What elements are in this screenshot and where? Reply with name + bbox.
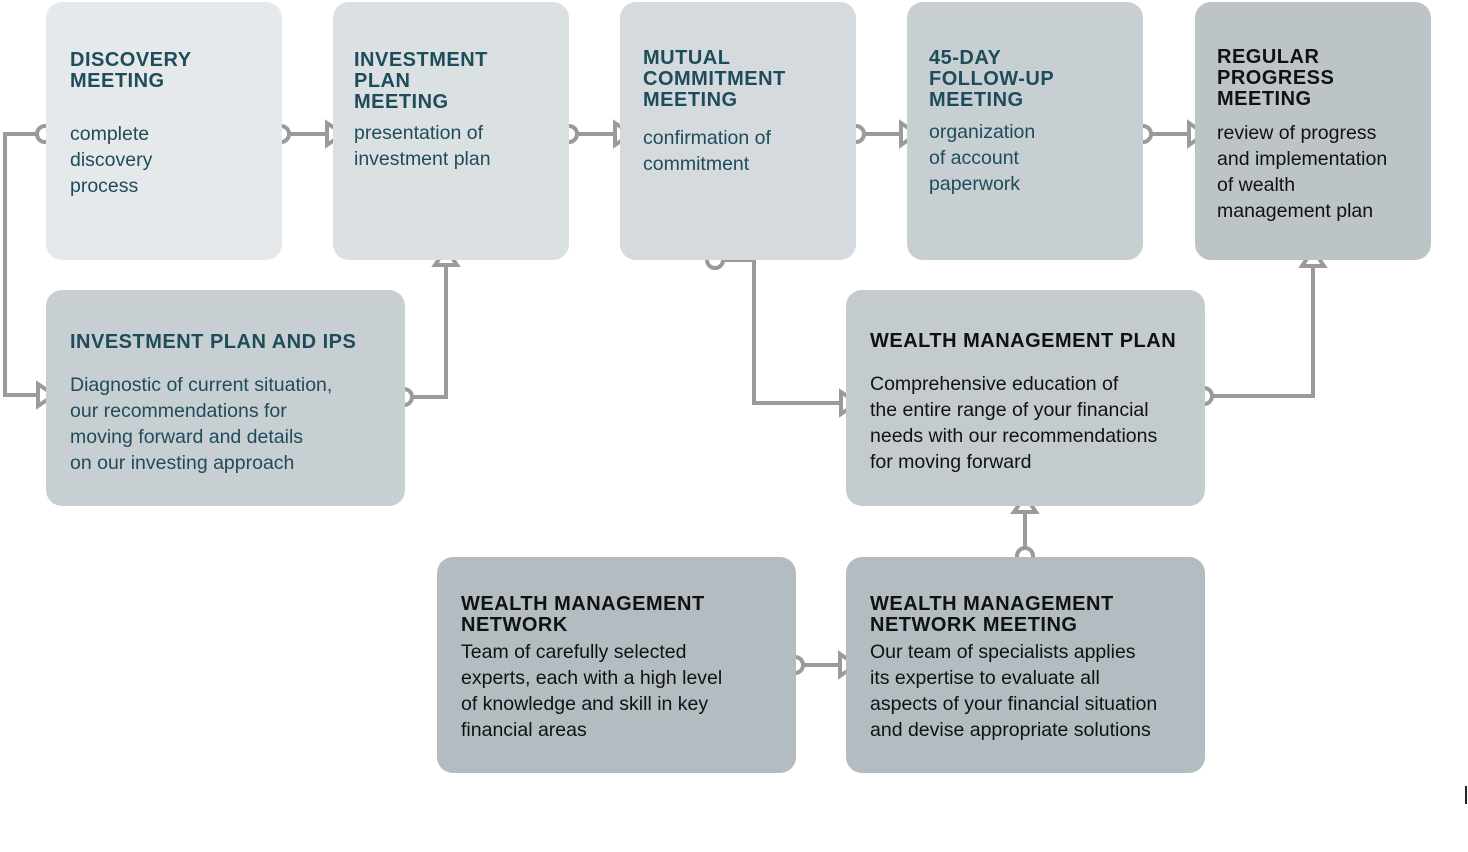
box-title: MUTUAL COMMITMENT MEETING (643, 47, 786, 111)
box-title: 45-DAY FOLLOW-UP MEETING (929, 47, 1055, 111)
box-discovery-meeting: DISCOVERY MEETING complete discovery pro… (46, 2, 282, 260)
edge-mark (1465, 786, 1467, 804)
connector-mutual-to-wealth-plan (724, 258, 840, 405)
connector-discovery-to-ips (3, 132, 40, 397)
box-description: Comprehensive education of the entire ra… (870, 373, 1158, 473)
box-mutual-commitment-meeting: MUTUAL COMMITMENT MEETING confirmation o… (620, 2, 856, 260)
box-title: WEALTH MANAGEMENT PLAN (870, 330, 1177, 352)
box-description: Our team of specialists applies its expe… (870, 641, 1158, 741)
box-title: DISCOVERY MEETING (70, 49, 192, 92)
box-title: REGULAR PROGRESS MEETING (1217, 46, 1335, 110)
box-45-day-follow-up-meeting: 45-DAY FOLLOW-UP MEETING organization of… (907, 2, 1143, 260)
box-regular-progress-meeting: REGULAR PROGRESS MEETING review of progr… (1195, 2, 1431, 260)
box-title: INVESTMENT PLAN MEETING (354, 49, 488, 113)
connector-ips-to-ipm (413, 264, 448, 399)
box-description: review of progress and implementation of… (1217, 122, 1388, 222)
connector-wealth-plan-to-regular (1213, 266, 1315, 398)
box-description: confirmation of commitment (643, 127, 771, 175)
box-wealth-management-network: WEALTH MANAGEMENT NETWORK Team of carefu… (437, 557, 796, 773)
box-description: Team of carefully selected experts, each… (461, 641, 723, 741)
box-description: presentation of investment plan (354, 122, 491, 170)
box-title: WEALTH MANAGEMENT NETWORK MEETING (870, 593, 1114, 636)
box-description: organization of account paperwork (929, 121, 1036, 195)
box-description: Diagnostic of current situation, our rec… (70, 374, 333, 474)
box-wealth-management-network-meeting: WEALTH MANAGEMENT NETWORK MEETING Our te… (846, 557, 1205, 773)
box-description: complete discovery process (70, 123, 153, 197)
box-title: WEALTH MANAGEMENT NETWORK (461, 593, 705, 636)
box-investment-plan-meeting: INVESTMENT PLAN MEETING presentation of … (333, 2, 569, 260)
box-wealth-management-plan: WEALTH MANAGEMENT PLAN Comprehensive edu… (846, 290, 1205, 506)
box-title: INVESTMENT PLAN AND IPS (70, 331, 357, 353)
box-investment-plan-and-ips: INVESTMENT PLAN AND IPS Diagnostic of cu… (46, 290, 405, 506)
